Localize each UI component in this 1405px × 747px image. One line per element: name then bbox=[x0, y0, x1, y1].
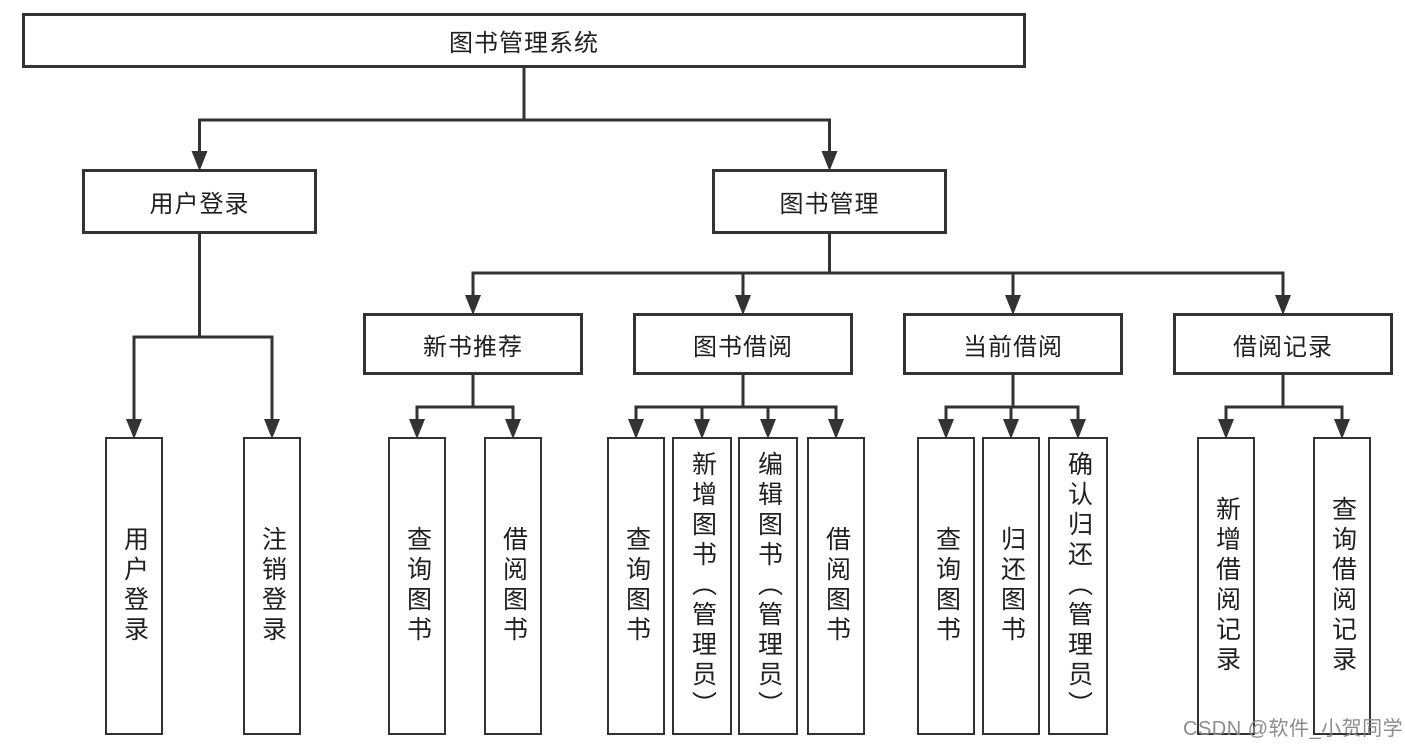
node-root: 图书管理系统 bbox=[22, 13, 1026, 68]
node-label-leaf-user-login: 用户登录 bbox=[120, 526, 149, 646]
node-leaf-bb-query: 查询图书 bbox=[607, 437, 665, 735]
node-leaf-bb-borrow: 借阅图书 bbox=[807, 437, 865, 735]
node-label-leaf-br-add: 新增借阅记录 bbox=[1212, 496, 1241, 676]
node-book-borrow: 图书借阅 bbox=[633, 313, 853, 375]
node-leaf-logout: 注销登录 bbox=[243, 437, 301, 735]
node-label-leaf-cb-confirm: 确认归还（管理员） bbox=[1064, 451, 1093, 721]
node-label-leaf-bb-add: 新增图书（管理员） bbox=[688, 451, 717, 721]
node-label-leaf-nr-query: 查询图书 bbox=[403, 526, 432, 646]
node-leaf-nr-borrow: 借阅图书 bbox=[484, 437, 542, 735]
node-label-leaf-bb-query: 查询图书 bbox=[622, 526, 651, 646]
node-leaf-br-add: 新增借阅记录 bbox=[1197, 437, 1255, 735]
node-label-leaf-cb-query: 查询图书 bbox=[932, 526, 961, 646]
node-leaf-bb-edit: 编辑图书（管理员） bbox=[738, 437, 798, 735]
node-label-leaf-bb-edit: 编辑图书（管理员） bbox=[754, 451, 783, 721]
node-new-rec: 新书推荐 bbox=[363, 313, 583, 375]
node-label-new-rec: 新书推荐 bbox=[423, 333, 523, 361]
node-label-user-login: 用户登录 bbox=[149, 191, 250, 218]
node-label-book-mgmt: 图书管理 bbox=[779, 191, 880, 218]
node-leaf-cb-confirm: 确认归还（管理员） bbox=[1048, 437, 1108, 735]
node-user-login: 用户登录 bbox=[82, 169, 317, 234]
node-leaf-nr-query: 查询图书 bbox=[388, 437, 446, 735]
node-label-leaf-bb-borrow: 借阅图书 bbox=[822, 526, 851, 646]
node-label-borrow-records: 借阅记录 bbox=[1233, 333, 1333, 361]
node-label-leaf-br-query: 查询借阅记录 bbox=[1328, 496, 1357, 676]
node-label-book-borrow: 图书借阅 bbox=[693, 333, 793, 361]
node-label-leaf-cb-return: 归还图书 bbox=[997, 526, 1026, 646]
node-leaf-cb-query: 查询图书 bbox=[917, 437, 975, 735]
node-label-root: 图书管理系统 bbox=[449, 30, 599, 57]
node-leaf-cb-return: 归还图书 bbox=[982, 437, 1040, 735]
node-label-current-borrow: 当前借阅 bbox=[963, 333, 1063, 361]
node-borrow-records: 借阅记录 bbox=[1173, 313, 1393, 375]
node-book-mgmt: 图书管理 bbox=[712, 169, 947, 234]
node-label-leaf-logout: 注销登录 bbox=[258, 526, 287, 646]
node-leaf-bb-add: 新增图书（管理员） bbox=[672, 437, 732, 735]
node-label-leaf-nr-borrow: 借阅图书 bbox=[499, 526, 528, 646]
node-current-borrow: 当前借阅 bbox=[903, 313, 1123, 375]
csdn-watermark: CSDN @软件_小贺同学 bbox=[1183, 718, 1404, 740]
node-leaf-br-query: 查询借阅记录 bbox=[1313, 437, 1371, 735]
node-leaf-user-login: 用户登录 bbox=[105, 437, 163, 735]
